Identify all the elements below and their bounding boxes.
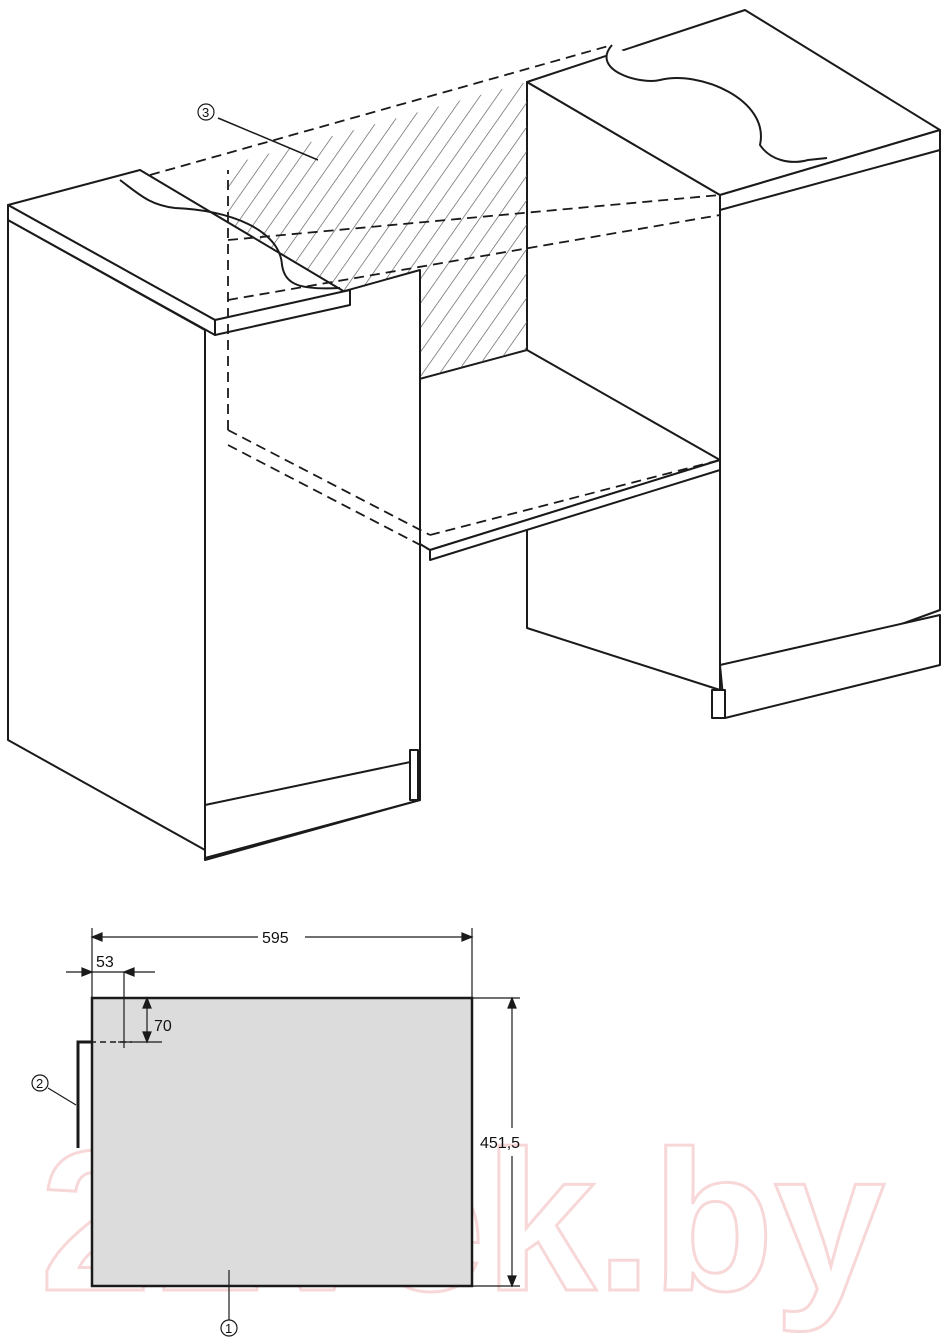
- width-dimension: [90, 928, 474, 998]
- offset-y-label: 70: [154, 1018, 172, 1035]
- width-label: 595: [262, 930, 289, 947]
- bracket-marker: [76, 1040, 92, 1148]
- height-label: 451,5: [480, 1135, 520, 1152]
- svg-text:3: 3: [202, 105, 209, 120]
- svg-text:2: 2: [36, 1076, 43, 1091]
- callout-3: 3: [197, 103, 215, 121]
- left-cabinet: [7, 169, 421, 861]
- cutout-panel: [90, 996, 474, 1288]
- offset-x-dimension: [66, 967, 155, 1048]
- svg-text:1: 1: [225, 1321, 232, 1336]
- right-cabinet: [526, 9, 941, 719]
- cutout-drawing: 595 53 70: [47, 928, 520, 1320]
- cabinet-drawing: [7, 9, 941, 861]
- callout-1: 1: [220, 1319, 238, 1337]
- appliance-outline: [149, 44, 721, 551]
- offset-x-label: 53: [96, 954, 114, 971]
- callout-2: 2: [31, 1074, 49, 1092]
- height-dimension: [472, 996, 520, 1288]
